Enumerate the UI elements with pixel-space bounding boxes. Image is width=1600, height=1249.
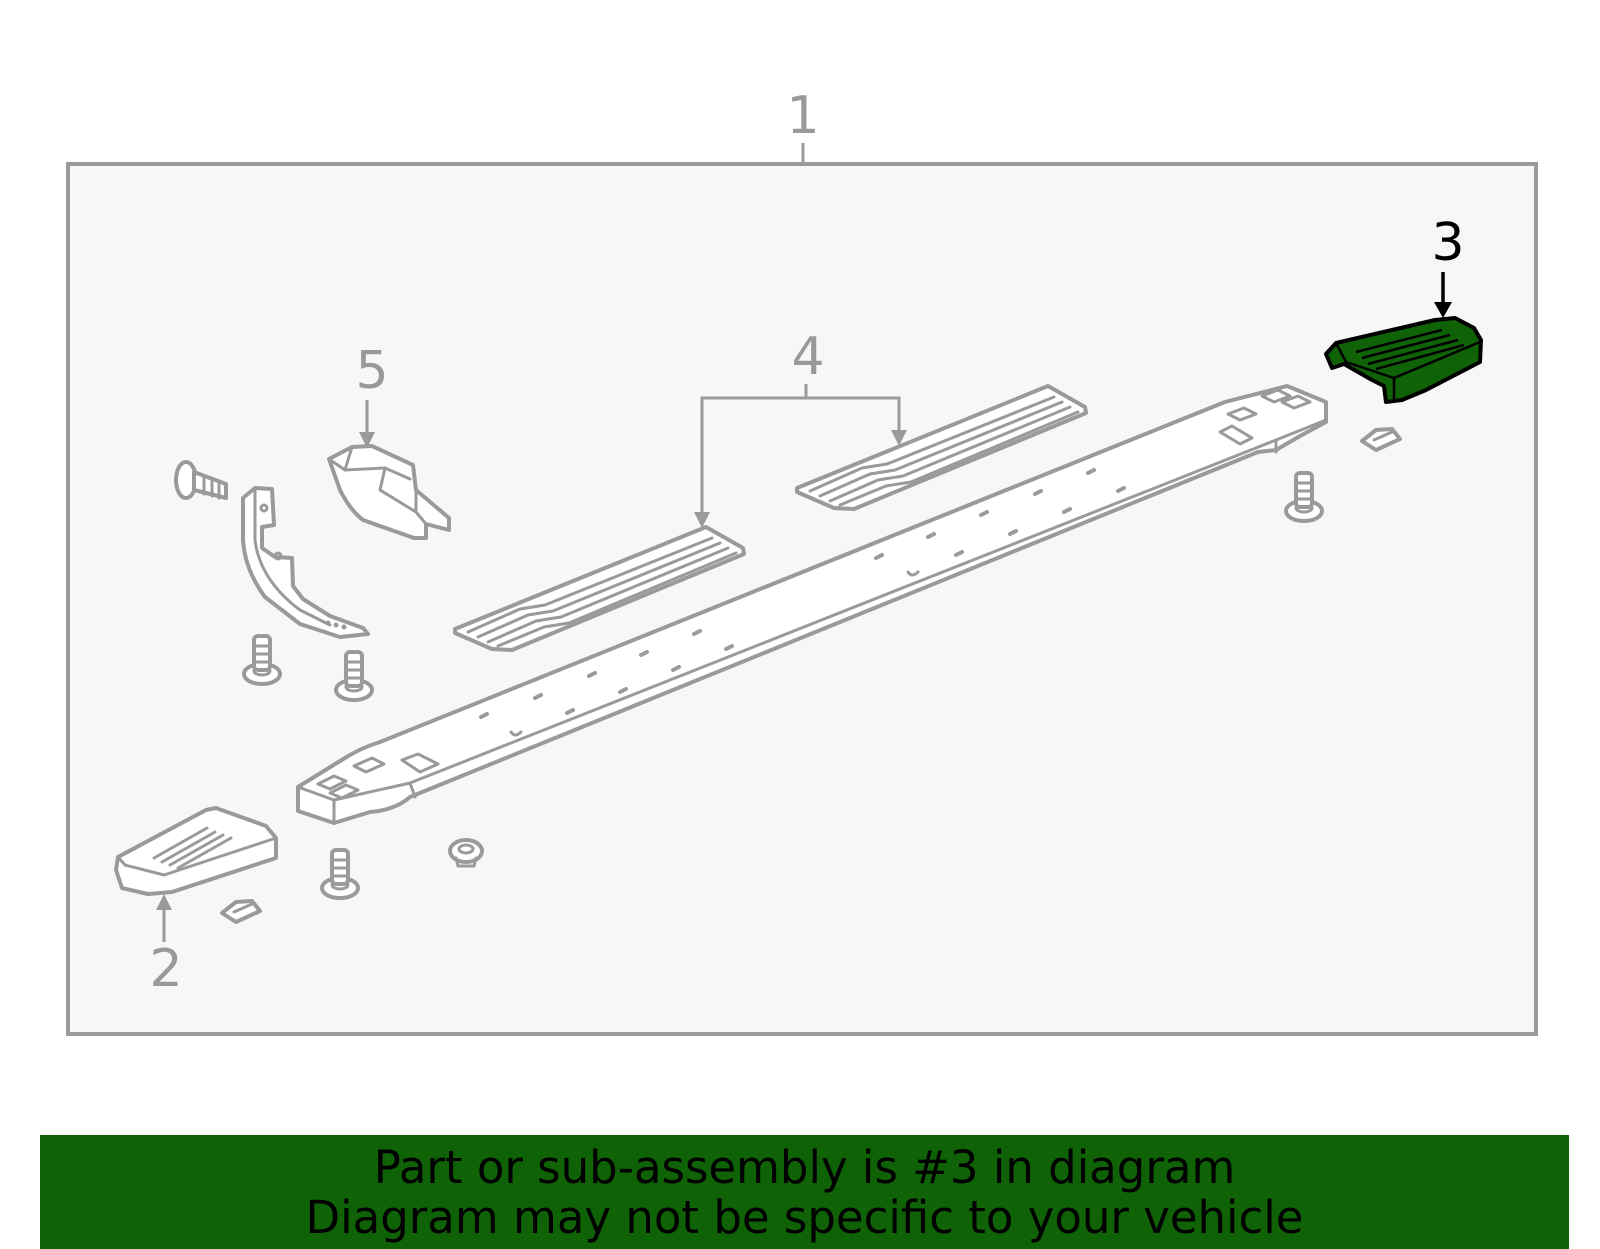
bracket-5[interactable] [327, 444, 451, 540]
callout-1[interactable]: 1 [786, 86, 819, 146]
callout-3[interactable]: 3 [1431, 213, 1464, 273]
callout-4-bracket [694, 384, 907, 528]
callout-2-arrow [156, 894, 172, 942]
running-board[interactable] [296, 384, 1328, 825]
callout-2[interactable]: 2 [149, 939, 182, 999]
end-cap-2[interactable] [114, 806, 278, 896]
callout-3-arrow [1434, 272, 1452, 318]
parts-diagram: 1 5 4 3 2 [66, 86, 1538, 1036]
bolt-1[interactable] [242, 634, 282, 686]
bolt-2[interactable] [334, 650, 374, 702]
bolt-4[interactable] [1284, 471, 1324, 523]
end-cap-3-highlighted[interactable] [1324, 316, 1483, 404]
info-banner: Part or sub-assembly is #3 in diagram Di… [40, 1135, 1569, 1249]
step-pad-right[interactable] [795, 384, 1088, 511]
hanger-bracket[interactable] [241, 486, 370, 639]
clip-left[interactable] [220, 899, 262, 924]
banner-line-1: Part or sub-assembly is #3 in diagram [373, 1141, 1236, 1194]
callout-5-arrow [359, 400, 375, 448]
step-pad-left[interactable] [453, 525, 746, 652]
nut[interactable] [448, 838, 484, 868]
callout-5[interactable]: 5 [355, 341, 388, 401]
banner-line-2: Diagram may not be specific to your vehi… [305, 1191, 1304, 1244]
callout-4[interactable]: 4 [791, 327, 824, 387]
bolt-3[interactable] [320, 848, 360, 900]
clip-right[interactable] [1360, 427, 1402, 452]
bolt-top-left[interactable] [174, 460, 228, 500]
